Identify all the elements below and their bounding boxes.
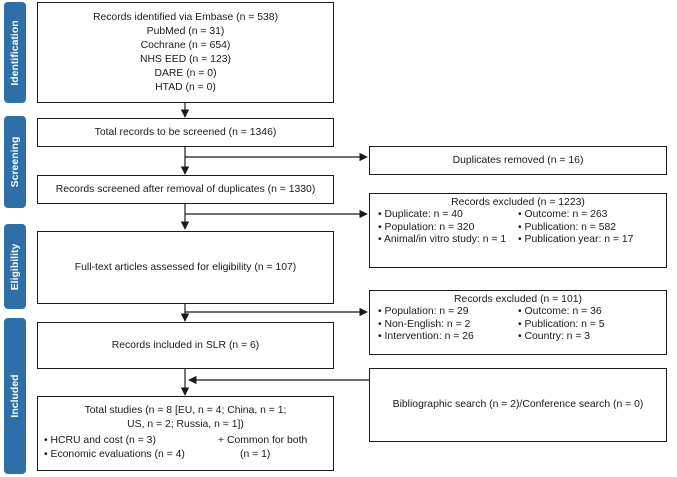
connector-lines	[180, 102, 369, 463]
bibliographic-search-text: Bibliographic search (n = 2)/Conference …	[392, 399, 644, 410]
excluded-1-item: • Publication year: n = 17	[518, 234, 634, 245]
excluded-2-list: • Population: n = 29 • Outcome: n = 36 •…	[370, 306, 666, 344]
total-studies-line2: US, n = 2; Russia, n = 1])	[127, 419, 244, 430]
identified-pubmed: PubMed (n = 31)	[146, 25, 225, 37]
excluded-1-item: • Duplicate: n = 40	[378, 209, 463, 220]
phase-eligibility: Eligibility	[4, 224, 26, 309]
after-duplicates-text: Records screened after removal of duplic…	[55, 183, 316, 195]
duplicates-removed-text: Duplicates removed (n = 16)	[452, 154, 584, 166]
excluded-2-title: Records excluded (n = 101)	[454, 294, 582, 305]
excluded-2-item: • Country: n = 3	[518, 331, 591, 342]
identified-cochrane: Cochrane (n = 654)	[140, 39, 231, 51]
excluded-2-item: • Publication: n = 5	[518, 318, 605, 330]
records-excluded-1-box: Records excluded (n = 1223) • Duplicate:…	[369, 193, 667, 268]
excluded-2-item: • Intervention: n = 26	[378, 331, 474, 342]
phase-screening: Screening	[4, 116, 26, 208]
excluded-1-item: • Animal/in vitro study: n = 1	[378, 234, 507, 245]
phase-identification-label: Identification	[9, 19, 21, 86]
records-identified-box: Records identified via Embase (n = 538) …	[37, 2, 334, 103]
fulltext-assessed-text: Full-text articles assessed for eligibil…	[74, 261, 297, 273]
phase-eligibility-label: Eligibility	[9, 243, 21, 290]
included-slr-text: Records included in SLR (n = 6)	[111, 339, 260, 351]
prisma-flow-diagram: Identification Screening Eligibility Inc…	[4, 2, 673, 475]
total-studies-box: Total studies (n = 8 [EU, n = 4; China, …	[37, 396, 334, 471]
duplicates-removed-box: Duplicates removed (n = 16)	[369, 146, 667, 175]
records-excluded-2-box: Records excluded (n = 101) • Population:…	[369, 290, 667, 355]
excluded-1-item: • Outcome: n = 263	[518, 209, 608, 220]
identified-htad: HTAD (n = 0)	[155, 81, 216, 93]
included-slr-box: Records included in SLR (n = 6)	[37, 322, 334, 369]
total-records-box: Total records to be screened (n = 1346)	[37, 118, 334, 147]
excluded-1-item: • Population: n = 320	[378, 221, 475, 233]
hcru-cost-item: • HCRU and cost (n = 3)	[44, 435, 156, 446]
phase-screening-label: Screening	[9, 136, 21, 188]
identified-nhs-eed: NHS EED (n = 123)	[140, 53, 231, 65]
common-for-both-count: (n = 1)	[240, 449, 271, 460]
phase-identification: Identification	[4, 2, 26, 103]
excluded-1-list: • Duplicate: n = 40 • Outcome: n = 263 •…	[370, 209, 666, 247]
excluded-2-item: • Population: n = 29	[378, 306, 469, 317]
identified-dare: DARE (n = 0)	[154, 67, 217, 79]
fulltext-assessed-box: Full-text articles assessed for eligibil…	[37, 231, 334, 304]
after-duplicates-box: Records screened after removal of duplic…	[37, 175, 334, 204]
economic-evaluations-item: • Economic evaluations (n = 4)	[44, 449, 185, 460]
excluded-1-item: • Publication: n = 582	[518, 221, 617, 233]
common-for-both-label: + Common for both	[218, 435, 308, 446]
total-studies-line1: Total studies (n = 8 [EU, n = 4; China, …	[84, 405, 287, 416]
excluded-1-title: Records excluded (n = 1223)	[451, 197, 585, 208]
excluded-2-item: • Outcome: n = 36	[518, 306, 602, 317]
phase-included: Included	[4, 318, 26, 474]
total-records-text: Total records to be screened (n = 1346)	[94, 126, 277, 138]
phase-included-label: Included	[9, 374, 21, 418]
identified-embase: Records identified via Embase (n = 538)	[92, 11, 279, 23]
bibliographic-search-box: Bibliographic search (n = 2)/Conference …	[369, 368, 667, 442]
excluded-2-item: • Non-English: n = 2	[378, 318, 471, 330]
